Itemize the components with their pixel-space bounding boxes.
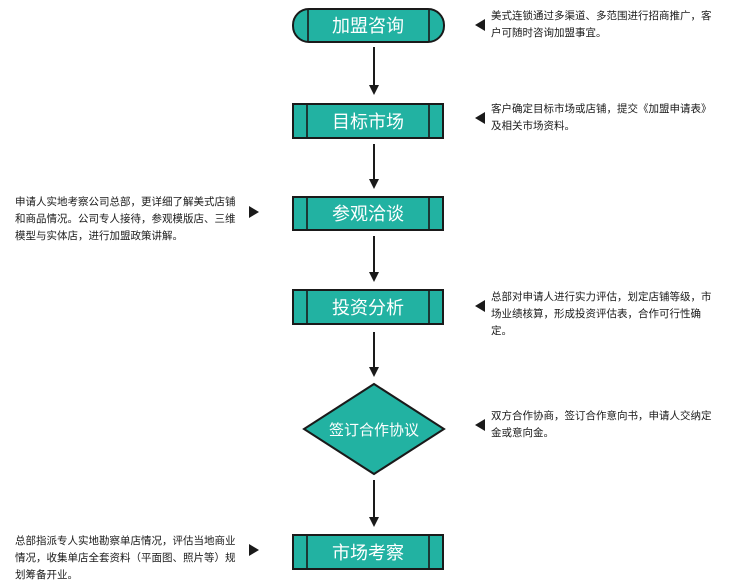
step-label-2: 目标市场: [332, 112, 404, 133]
step-node-6: 市场考察: [292, 534, 444, 570]
step-node-1: 加盟咨询: [292, 8, 445, 43]
note-pointer-2: [475, 112, 485, 124]
note-pointer-1: [475, 19, 485, 31]
note-pointer-6: [249, 544, 259, 556]
note-pointer-5: [475, 419, 485, 431]
step-label-6: 市场考察: [332, 543, 404, 564]
step-note-6: 总部指派专人实地勘察单店情况，评估当地商业情况，收集单店全套资料（平面图、照片等…: [15, 535, 236, 581]
step-node-2: 目标市场: [292, 103, 444, 139]
step-label-5: 签订合作协议: [329, 421, 419, 439]
note-pointer-4: [475, 300, 485, 312]
step-note-3: 申请人实地考察公司总部，更详细了解美式店铺和商品情况。公司专人接待，参观模版店、…: [15, 196, 236, 242]
step-node-4: 投资分析: [292, 289, 444, 325]
step-note-4: 总部对申请人进行实力评估，划定店铺等级，市场业绩核算，形成投资评估表，合作可行性…: [491, 291, 712, 337]
step-note-1: 美式连锁通过多渠道、多范围进行招商推广，客户可随时咨询加盟事宜。: [491, 10, 712, 39]
step-node-5: 签订合作协议: [302, 382, 446, 476]
step-label-1: 加盟咨询: [332, 16, 404, 37]
step-note-5: 双方合作协商，签订合作意向书，申请人交纳定金或意向金。: [491, 410, 712, 439]
note-pointer-3: [249, 206, 259, 218]
step-label-3: 参观洽谈: [332, 204, 404, 225]
step-node-3: 参观洽谈: [292, 196, 444, 231]
step-label-4: 投资分析: [332, 298, 404, 319]
step-note-2: 客户确定目标市场或店铺，提交《加盟申请表》及相关市场资料。: [491, 103, 712, 132]
